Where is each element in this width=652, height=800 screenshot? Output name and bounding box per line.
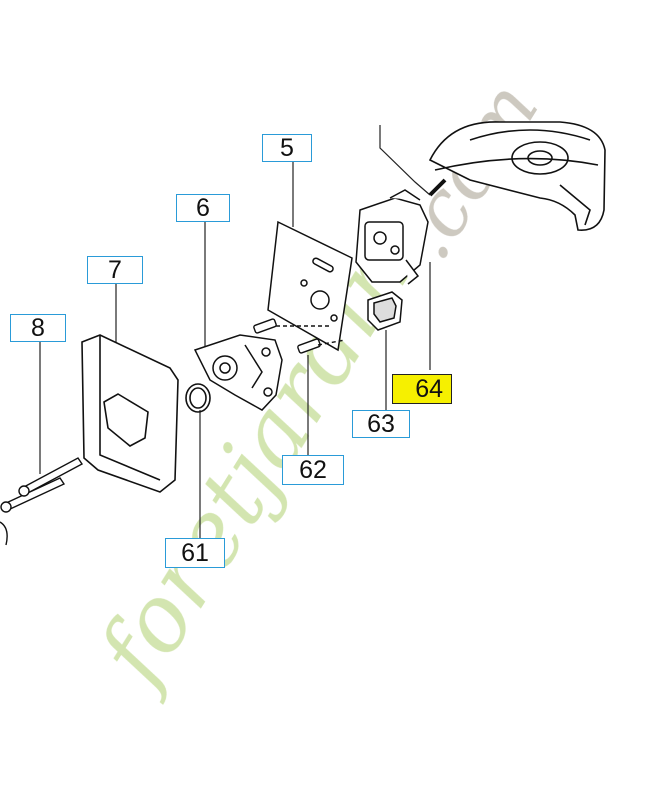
part-61-ring	[185, 383, 211, 413]
callout-6: 6	[176, 194, 230, 222]
callout-64: 64	[392, 374, 452, 404]
part-62-bolts	[253, 318, 346, 354]
callout-61: 61	[165, 538, 225, 568]
callout-8: 8	[10, 314, 66, 342]
carburetor-part	[355, 178, 447, 285]
part-6-adapter	[193, 334, 283, 411]
callout-7: 7	[87, 256, 143, 284]
part-5-gasket	[267, 220, 353, 352]
callout-63: 63	[352, 410, 410, 438]
part-7-filter	[81, 334, 179, 493]
engine-housing	[428, 121, 606, 231]
part-63-shape	[367, 291, 403, 331]
part-8-screws	[0, 457, 84, 546]
leader-lines	[39, 125, 431, 538]
callout-5: 5	[262, 134, 312, 162]
callout-62: 62	[282, 455, 344, 485]
